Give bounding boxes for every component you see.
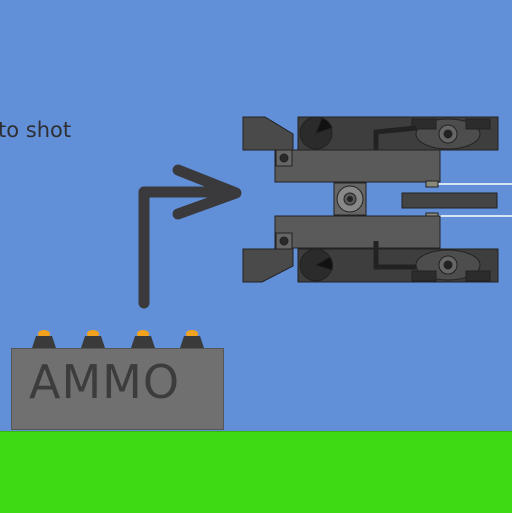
- bullet-icon: [180, 330, 204, 348]
- lower-stock: [242, 248, 294, 283]
- bullet-icon: [81, 330, 105, 348]
- ammo-label: AMMO: [29, 355, 181, 409]
- upper-receiver: [274, 149, 441, 183]
- lower-receiver: [274, 215, 441, 249]
- gear-icon: [336, 185, 364, 213]
- weapon-contraption: [242, 116, 499, 283]
- upper-stock: [242, 116, 294, 151]
- ammo-crate[interactable]: AMMO: [11, 348, 224, 430]
- ground: [0, 431, 512, 513]
- bullet-icon: [32, 330, 56, 348]
- curved-arrow-icon: [138, 164, 242, 309]
- hint-text: to shot: [0, 118, 72, 142]
- bullet-icon: [131, 330, 155, 348]
- middle-barrel: [401, 192, 498, 209]
- bullets: [32, 330, 204, 348]
